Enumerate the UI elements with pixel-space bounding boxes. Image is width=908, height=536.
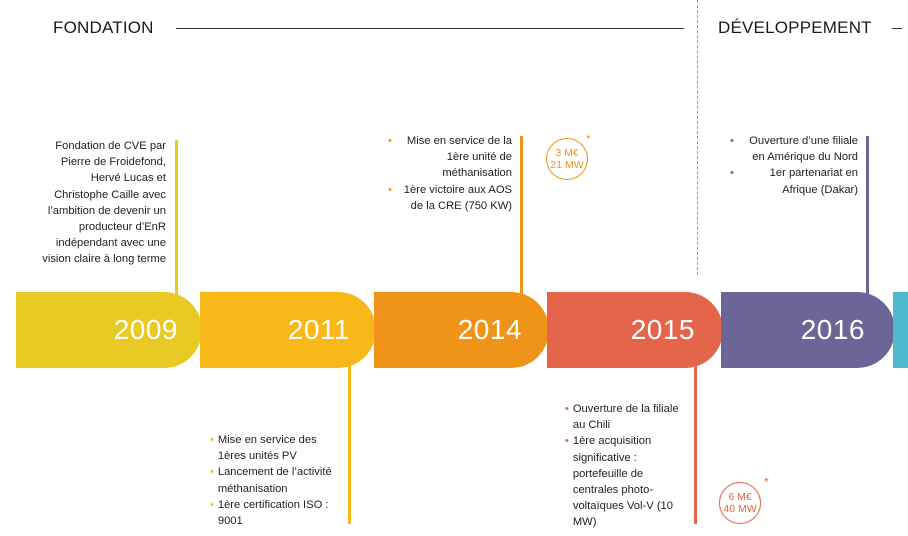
list-item: •Mise en service de la 1ère unité de mét… [388,135,512,180]
phase-fondation-line [176,28,684,29]
event-2015-list: •Ouverture de la filiale au Chili •1ère … [565,401,687,531]
connector-2015 [694,364,697,524]
phase-developpement-line [892,28,902,29]
event-2014-list: •Mise en service de la 1ère unité de mét… [388,133,512,214]
year-2009: 2009 [113,314,178,345]
year-2016: 2016 [800,314,865,345]
connector-2009 [175,140,178,296]
timeline-segment-2015 [547,292,723,368]
connector-2014 [520,136,523,296]
investment-badge-2014: 3 M€ 21 MW [546,138,588,180]
badge-footnote-mark: * [586,132,591,146]
connector-2011 [348,364,351,524]
timeline-segment-2016 [721,292,895,368]
year-2015: 2015 [630,314,695,345]
phase-fondation-title: FONDATION [53,18,154,37]
list-item: •Ouverture de la filiale au Chili [565,403,679,432]
investment-badge-2015: 6 M€ 40 MW [719,482,761,524]
list-item: •1ère certification ISO : 9001 [210,498,329,528]
timeline-segment-next [893,292,908,368]
list-item: •1er partenariat en Afrique (Dakar) [730,167,858,196]
list-item: •Mise en service des 1ères unités PV [210,434,317,463]
timeline-segment-2011 [200,292,376,368]
list-item: •1ère acquisition significative : portef… [565,435,673,529]
connector-2016 [866,136,869,296]
year-2014: 2014 [457,314,522,345]
phase-divider [697,0,698,275]
timeline-segment-2014 [374,292,549,368]
event-2016-list: •Ouverture d’une filiale en Amérique du … [730,133,858,198]
list-item: •Lancement de l’activité méthanisation [210,466,332,495]
list-item: •Ouverture d’une filiale en Amérique du … [730,135,858,164]
event-2011-list: •Mise en service des 1ères unités PV •La… [210,432,342,529]
event-2009-text: Fondation de CVE par Pierre de Froidefon… [42,140,166,266]
timeline-segment-2009 [16,292,202,368]
badge-footnote-mark: * [764,475,769,489]
phase-developpement-title: DÉVELOPPEMENT [718,18,872,37]
year-2011: 2011 [287,314,350,345]
list-item: •1ère victoire aux AOS de la CRE (750 KW… [388,183,512,212]
